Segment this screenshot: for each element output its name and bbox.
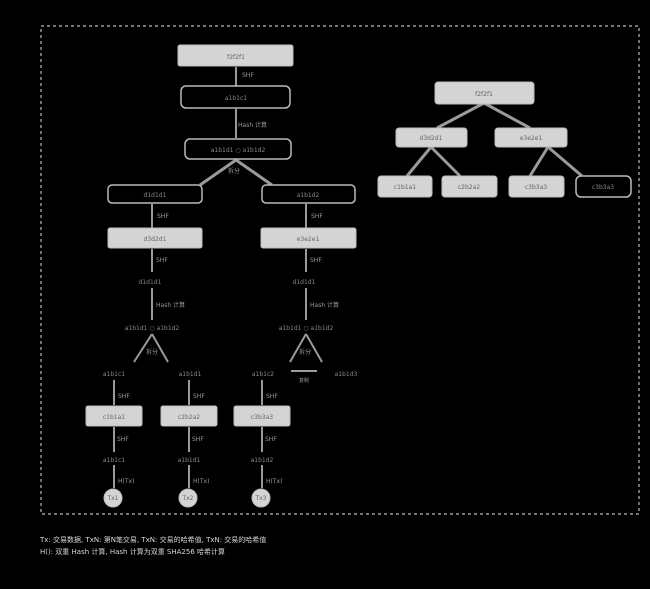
branch-node-label: c2b2a2 — [178, 414, 200, 421]
branch-value: a1b1c1 — [103, 457, 125, 464]
mid-left-hash-node — [107, 184, 203, 204]
branch-top-value: a1b1d1 — [179, 371, 202, 378]
branch-node-label: c1b1a1 — [103, 414, 125, 421]
tx-node — [251, 488, 271, 508]
root-node — [177, 44, 294, 67]
connector — [235, 158, 273, 187]
tx-label: Tx3 — [254, 495, 266, 502]
connector — [528, 146, 550, 177]
right-leaf-label: c3b3a3 — [525, 184, 547, 191]
mid-left-concat: a1b1d1 ○ a1b1d2 — [125, 325, 180, 332]
right-mid-node — [494, 127, 568, 148]
hash-calc-label: Hash 计算 — [238, 121, 267, 129]
right-leaf-label: c2b2a2 — [458, 184, 480, 191]
hash-tx-label: H(Tx) — [266, 478, 282, 485]
footer-line-1: Tx: 交易数据, TxN: 第N笔交易, TxN: 交易的哈希值, TxN: … — [40, 536, 267, 544]
shf-label: SHF — [242, 72, 254, 79]
hash-calc-label: Hash 计算 — [156, 301, 185, 309]
extra-right-value: a1b1d3 — [335, 371, 358, 378]
shf-label: SHF — [118, 393, 130, 400]
mid-right-node — [260, 227, 357, 249]
branch-value: a1b1d2 — [251, 457, 274, 464]
right-leaf-duplicate-node — [575, 175, 632, 198]
shf-label: SHF — [266, 393, 278, 400]
mid-left-node — [107, 227, 203, 249]
connector — [305, 333, 323, 363]
shf-label: SHF — [311, 213, 323, 220]
connector — [199, 158, 237, 187]
top-pair-node — [180, 85, 291, 109]
connector — [289, 333, 307, 363]
split-label: 拆分 — [146, 348, 158, 356]
tx-node — [103, 488, 123, 508]
branch-node — [233, 405, 291, 427]
shf-label: SHF — [117, 436, 129, 443]
shf-label: SHF — [157, 213, 169, 220]
mid-right-hash-node — [261, 184, 356, 204]
right-leaf-label: c1b1a1 — [394, 184, 416, 191]
connector — [429, 145, 462, 178]
shf-label: SHF — [192, 436, 204, 443]
hash-tx-label: H(Tx) — [118, 478, 134, 485]
shf-label: SHF — [193, 393, 205, 400]
connector — [547, 145, 583, 178]
branch-node-label: c3b3a3 — [251, 414, 273, 421]
diagram-frame — [40, 25, 640, 515]
mid-left-hash-label: d1d1d1 — [144, 192, 167, 199]
right-mid-label: e3e2e1 — [520, 135, 543, 142]
concat-label: a1b1d1 ○ a1b1d2 — [211, 147, 266, 154]
tx-node — [178, 488, 198, 508]
right-tree — [405, 101, 583, 178]
branch-node — [160, 405, 218, 427]
connector — [151, 333, 169, 363]
right-root-node — [434, 81, 535, 105]
connector — [405, 146, 433, 177]
left-tree — [113, 67, 323, 488]
connector — [436, 101, 485, 130]
right-leaf-node — [441, 175, 498, 198]
branch-node — [85, 405, 143, 427]
mid-right-leaf: d1d1d1 — [293, 279, 316, 286]
branch-top-value: a1b1c1 — [103, 371, 125, 378]
mid-right-node-label: e3e2e1 — [297, 236, 320, 243]
hash-calc-label: Hash 计算 — [310, 301, 339, 309]
mid-right-hash-label: a1b1d2 — [297, 192, 320, 199]
tx-label: Tx2 — [181, 495, 193, 502]
concat-node — [184, 138, 292, 160]
connector — [483, 101, 531, 130]
tx-label: Tx1 — [106, 495, 118, 502]
right-leaf-label: c3b3a3 — [592, 184, 614, 191]
right-mid-node — [395, 127, 468, 148]
mid-right-concat: a1b1d1 ○ a1b1d2 — [279, 325, 334, 332]
duplicate-label: 复制 — [299, 377, 309, 384]
root-node-label: f2f2f1 — [227, 54, 245, 61]
shf-label: SHF — [265, 436, 277, 443]
branch-value: a1b1d1 — [178, 457, 201, 464]
right-mid-label: d3d2d1 — [420, 135, 443, 142]
right-leaf-node — [377, 175, 433, 198]
shf-label: SHF — [156, 257, 168, 264]
hash-tx-label: H(Tx) — [193, 478, 209, 485]
top-pair-label: a1b1c1 — [225, 95, 247, 102]
right-leaf-node — [508, 175, 565, 198]
mid-left-node-label: d3d2d1 — [144, 236, 167, 243]
connector — [133, 333, 153, 363]
shf-label: SHF — [310, 257, 322, 264]
split-label: 拆分 — [299, 348, 311, 356]
footer-line-2: H(): 双重 Hash 计算, Hash 计算为双重 SHA256 哈希计算 — [40, 548, 226, 556]
branch-top-value: a1b1c2 — [252, 371, 274, 378]
right-root-label: f2f2f1 — [475, 91, 493, 98]
mid-left-leaf: d1d1d1 — [139, 279, 162, 286]
split-label: 拆分 — [228, 167, 240, 175]
